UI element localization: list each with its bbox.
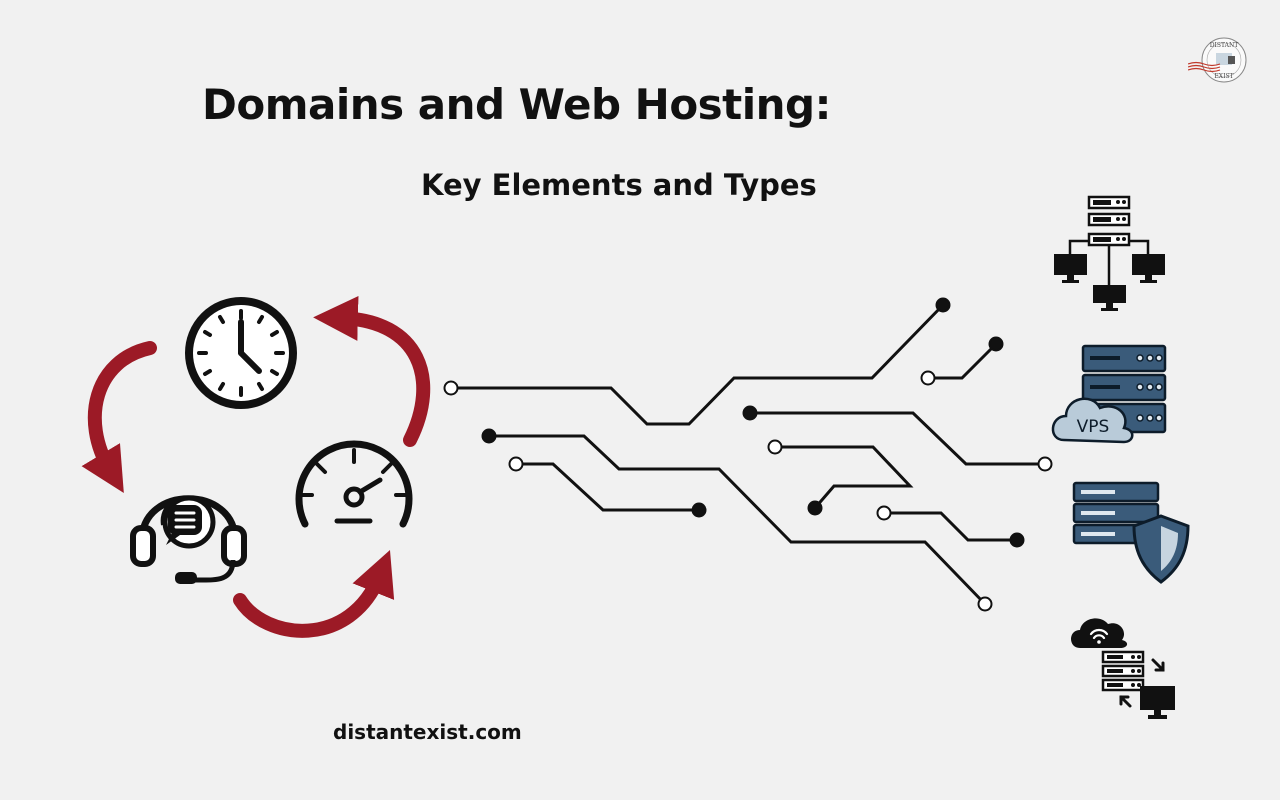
arrow-support-to-speed xyxy=(233,550,395,638)
headset-support-icon xyxy=(130,495,247,584)
speedometer-icon xyxy=(295,440,413,528)
page-title: Domains and Web Hosting: xyxy=(202,80,831,129)
clock-icon xyxy=(185,297,297,409)
cloud-hosting-icon xyxy=(1071,618,1175,719)
cycle-arrows xyxy=(81,296,431,638)
page-subtitle: Key Elements and Types xyxy=(421,168,817,202)
logo-top-text: DISTANT xyxy=(1210,42,1239,49)
circuit-lines xyxy=(451,303,1045,606)
brand-logo: DISTANT EXIST xyxy=(1188,37,1247,83)
vps-label: VPS xyxy=(1077,417,1110,437)
logo-bottom-text: EXIST xyxy=(1214,73,1233,80)
arrow-clock-to-support xyxy=(81,341,157,494)
website-url: distantexist.com xyxy=(333,720,522,744)
secure-server-icon xyxy=(1072,481,1190,584)
arrow-speed-to-clock xyxy=(313,296,431,447)
vps-server-icon: VPS xyxy=(1051,344,1167,444)
circuit-nodes xyxy=(443,297,1053,612)
network-server-icon xyxy=(1054,195,1165,311)
